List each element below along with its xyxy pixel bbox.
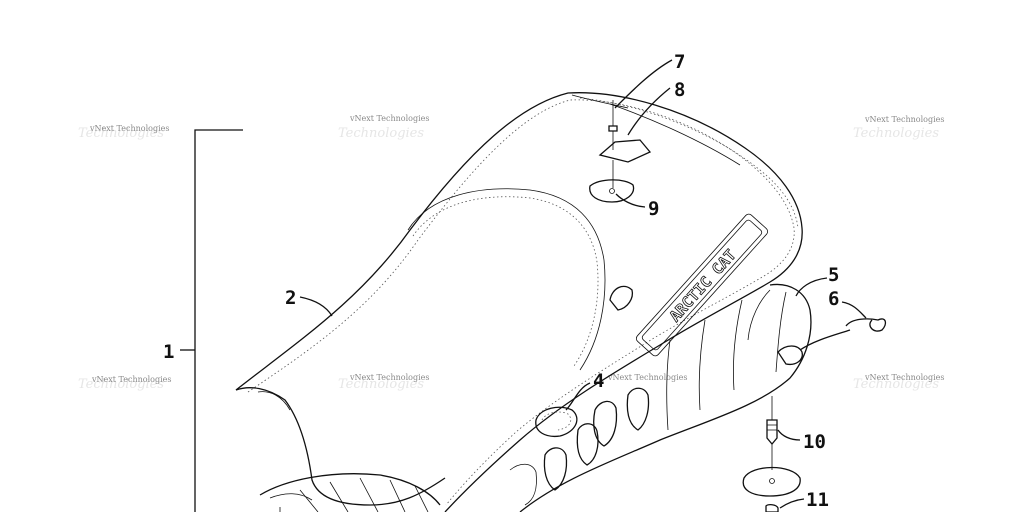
base-rib — [698, 319, 706, 411]
base-pocket — [543, 447, 568, 491]
callout-8: 8 — [674, 79, 685, 101]
base-pocket — [576, 423, 599, 466]
callout-7: 7 — [674, 51, 685, 73]
logo-text: ARCTIC CAT — [666, 246, 740, 325]
base-rib — [732, 299, 743, 391]
seat-front-fold — [257, 391, 291, 411]
cushion-seam-stitch — [412, 196, 599, 367]
watermark-group: Technologies vNext Technologies Technolo… — [78, 114, 944, 392]
watermark-bg: Technologies — [338, 126, 424, 141]
washer-hole — [609, 188, 615, 194]
round-pad — [742, 466, 801, 497]
base-front-lip — [269, 493, 313, 501]
watermark: vNext Technologies — [349, 373, 429, 382]
seat-tab — [609, 285, 634, 311]
foam-pad-texture — [541, 411, 572, 431]
base-pocket — [593, 400, 618, 447]
watermark: vNext Technologies — [864, 373, 944, 382]
callout-4: 4 — [593, 370, 604, 392]
hook-clip — [845, 318, 887, 332]
leader-line-8 — [627, 87, 671, 136]
cushion-seam — [407, 188, 606, 371]
tail-seam — [571, 94, 629, 109]
callout-6: 6 — [828, 288, 839, 310]
watermark-bg: Technologies — [338, 377, 424, 392]
leader-line-5 — [795, 277, 828, 297]
base-rib — [666, 339, 671, 431]
push-rivet — [766, 419, 778, 446]
watermark: vNext Technologies — [864, 115, 944, 124]
watermark: vNext Technologies — [607, 373, 687, 382]
base-pocket — [626, 387, 650, 431]
watermark-bg: Technologies — [78, 377, 164, 392]
watermark: vNext Technologies — [91, 375, 171, 384]
watermark-bg: Technologies — [853, 377, 939, 392]
logo-panel: ARCTIC CAT — [635, 213, 769, 357]
leader-line-6 — [841, 301, 867, 319]
callout-10: 10 — [803, 431, 826, 453]
watermark-bg: Technologies — [853, 126, 939, 141]
base-front — [259, 473, 441, 506]
leader-line-9 — [615, 193, 646, 208]
seat-front-lip — [235, 387, 446, 506]
watermark-bg: Technologies — [78, 126, 164, 141]
rivet-ribs — [767, 424, 777, 431]
seat-cover-outline — [235, 92, 803, 512]
watermark: vNext Technologies — [89, 124, 169, 133]
seat-base — [519, 283, 812, 512]
screw — [608, 125, 618, 132]
latch — [777, 345, 803, 366]
base-rib — [747, 289, 771, 341]
leader-line-7 — [614, 59, 673, 109]
seat-stitch-line — [247, 99, 795, 506]
logo-inner-frame — [641, 219, 763, 351]
base-rib — [775, 291, 787, 373]
leader-line-2 — [299, 296, 333, 317]
assembly-bracket — [194, 129, 243, 512]
leader-line-10 — [777, 429, 801, 441]
callout-11: 11 — [806, 489, 829, 511]
callout-1: 1 — [163, 341, 174, 363]
logo-frame — [635, 213, 769, 357]
foam-pad — [535, 406, 578, 438]
tail-seam-2 — [609, 103, 741, 166]
callout-9: 9 — [648, 198, 659, 220]
foam-washer — [589, 179, 635, 203]
bracket-plate — [598, 139, 652, 163]
callout-5: 5 — [828, 264, 839, 286]
latch-link — [799, 329, 851, 351]
lower-fastener — [765, 504, 779, 512]
leader-line-11 — [779, 498, 805, 509]
leader-line-4 — [565, 382, 591, 411]
pad-hole — [769, 478, 775, 484]
base-pocket — [509, 463, 537, 506]
base-front-slats — [299, 477, 429, 512]
callout-2: 2 — [285, 287, 296, 309]
watermark: vNext Technologies — [349, 114, 429, 123]
